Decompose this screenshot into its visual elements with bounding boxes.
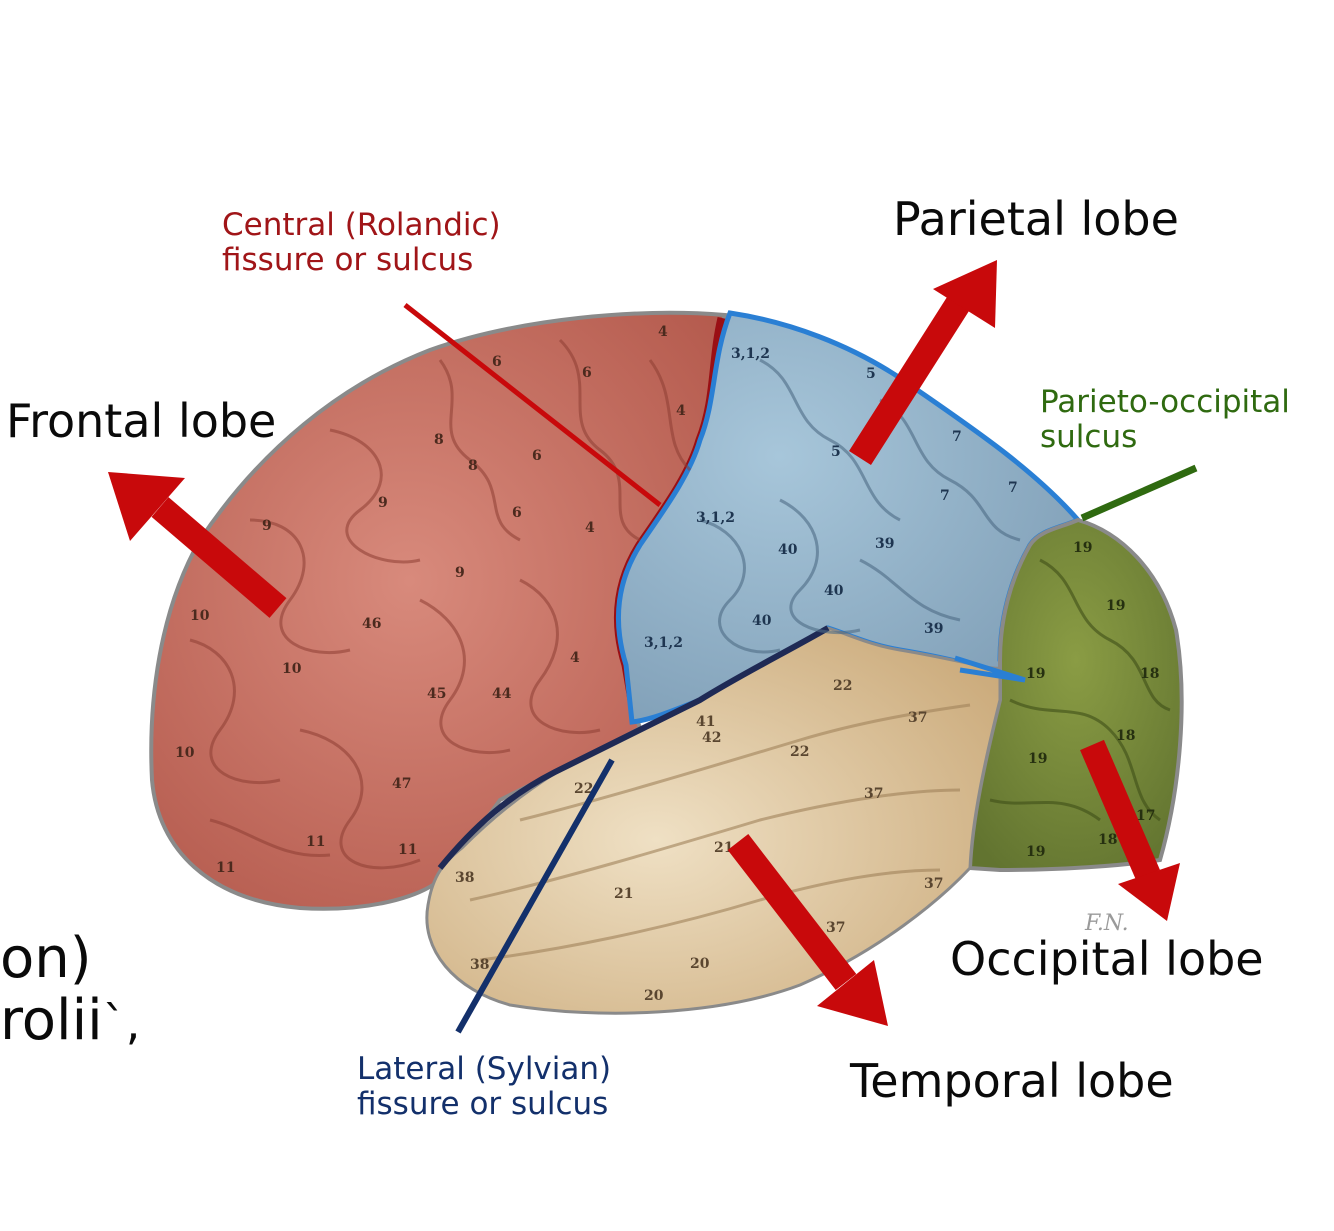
brodmann-area-label: 8 (434, 432, 444, 448)
brodmann-area-label: 6 (512, 505, 522, 521)
brodmann-area-label: 38 (455, 870, 474, 886)
brodmann-area-label: 8 (468, 458, 478, 474)
brodmann-area-label: 3,1,2 (731, 346, 770, 362)
frontal-gyri-texture (189, 338, 692, 870)
occipital-lobe-label: Occipital lobe (950, 932, 1264, 986)
brodmann-area-label: 37 (826, 920, 845, 936)
brodmann-area-label: 47 (392, 776, 411, 792)
brodmann-area-label: 11 (306, 834, 325, 850)
brodmann-area-label: 4 (658, 324, 668, 340)
brodmann-area-label: 41 (696, 714, 715, 730)
brodmann-area-label: 20 (690, 956, 710, 972)
brodmann-area-label: 3,1,2 (696, 510, 735, 526)
brodmann-area-label: 10 (282, 661, 302, 677)
sylvian-fissure-band (437, 625, 830, 870)
brodmann-area-label: 6 (492, 354, 502, 370)
parietal-outline-tip (954, 655, 1026, 683)
brodmann-area-label: 6 (582, 365, 592, 381)
brodmann-area-label: 20 (644, 988, 664, 1004)
brodmann-area-label: 4 (570, 650, 580, 666)
parietal-gyri-texture (699, 358, 1021, 654)
brodmann-area-label: 21 (714, 840, 733, 856)
brodmann-area-label: 18 (1116, 728, 1135, 744)
brodmann-area-label: 22 (574, 781, 593, 797)
lateral-sulcus-line-2: fissure or sulcus (357, 1086, 609, 1123)
lateral-sulcus-pointer (455, 758, 615, 1034)
artist-signature: F.N. (1084, 911, 1129, 936)
parieto-occipital-pointer (1080, 464, 1198, 522)
brodmann-area-label: 7 (940, 488, 950, 504)
brodmann-area-label: 19 (1028, 751, 1047, 767)
brodmann-area-label: 22 (833, 678, 852, 694)
brodmann-area-label: 9 (455, 565, 465, 581)
brodmann-area-label: 19 (1106, 598, 1125, 614)
brodmann-area-label: 10 (190, 608, 210, 624)
brodmann-area-label: 45 (427, 686, 446, 702)
brodmann-area-label: 4 (676, 403, 686, 419)
central-sulcus-label: Central (Rolandic) fissure or sulcus (222, 207, 501, 279)
brodmann-area-label: 11 (398, 842, 417, 858)
brodmann-area-label: 40 (824, 583, 844, 599)
brodmann-area-label: 37 (924, 876, 943, 892)
frontal-lobe-label: Frontal lobe (6, 394, 277, 448)
brodmann-area-label: 10 (175, 745, 195, 761)
parietal-lobe-label: Parietal lobe (893, 192, 1179, 246)
brodmann-area-label: 5 (866, 366, 876, 382)
brodmann-area-label: 39 (924, 621, 943, 637)
central-sulcus-line-2: fissure or sulcus (222, 242, 474, 279)
brodmann-area-label: 40 (778, 542, 798, 558)
brodmann-area-label: 6 (532, 448, 542, 464)
occipital-arrow (1080, 739, 1180, 921)
brodmann-area-label: 19 (1026, 844, 1045, 860)
brodmann-area-label: 37 (864, 786, 883, 802)
temporal-lobe-label: Temporal lobe (850, 1054, 1174, 1108)
parieto-occipital-line-1: Parieto-occipital (1040, 384, 1290, 420)
cropped-text-fragment: on) roliiˋ, (0, 928, 140, 1051)
brodmann-area-label: 21 (614, 886, 633, 902)
brodmann-parietal-numbers: 3,1,2 5 5 7 7 7 3,1,2 40 39 40 40 3,1,2 39 (644, 346, 1018, 651)
brodmann-area-label: 39 (875, 536, 894, 552)
frontal-arrow (108, 472, 287, 618)
brodmann-area-label: 37 (908, 710, 927, 726)
brodmann-area-label: 46 (362, 616, 381, 632)
brodmann-area-label: 44 (492, 686, 512, 702)
brodmann-area-label: 11 (216, 860, 235, 876)
parieto-occipital-line-2: sulcus (1040, 419, 1138, 456)
brodmann-area-label: 38 (470, 957, 489, 973)
brodmann-occipital-numbers: 19 19 19 18 18 19 17 19 18 (1026, 540, 1159, 860)
brodmann-area-label: 4 (585, 520, 595, 536)
central-sulcus-line-1: Central (Rolandic) (222, 207, 501, 243)
lateral-sulcus-line-1: Lateral (Sylvian) (357, 1051, 612, 1087)
brodmann-area-label: 9 (262, 518, 272, 534)
brodmann-area-label: 3,1,2 (644, 635, 683, 651)
brodmann-area-label: 19 (1073, 540, 1092, 556)
cropped-text-line-2: roliiˋ, (0, 987, 141, 1053)
cropped-text-line-1: on) (0, 926, 92, 991)
parieto-occipital-label: Parieto-occipital sulcus (1040, 384, 1290, 456)
brodmann-area-label: 18 (1098, 832, 1117, 848)
occipital-lobe-region (967, 517, 1184, 873)
brodmann-area-label: 18 (1140, 666, 1159, 682)
brodmann-area-label: 9 (378, 495, 388, 511)
occipital-gyri-texture (989, 558, 1171, 822)
parietal-arrow (849, 260, 997, 465)
central-sulcus-pointer (403, 303, 662, 507)
brodmann-area-label: 5 (831, 444, 841, 460)
brodmann-area-label: 40 (752, 613, 772, 629)
brodmann-area-label: 22 (790, 744, 809, 760)
lateral-sulcus-label: Lateral (Sylvian) fissure or sulcus (357, 1051, 612, 1123)
brodmann-area-label: 7 (952, 429, 962, 445)
temporal-arrow (727, 834, 888, 1026)
brodmann-area-label: 42 (702, 730, 721, 746)
brodmann-area-label: 19 (1026, 666, 1045, 682)
brodmann-area-label: 7 (1008, 480, 1018, 496)
brodmann-area-label: 17 (1136, 808, 1155, 824)
